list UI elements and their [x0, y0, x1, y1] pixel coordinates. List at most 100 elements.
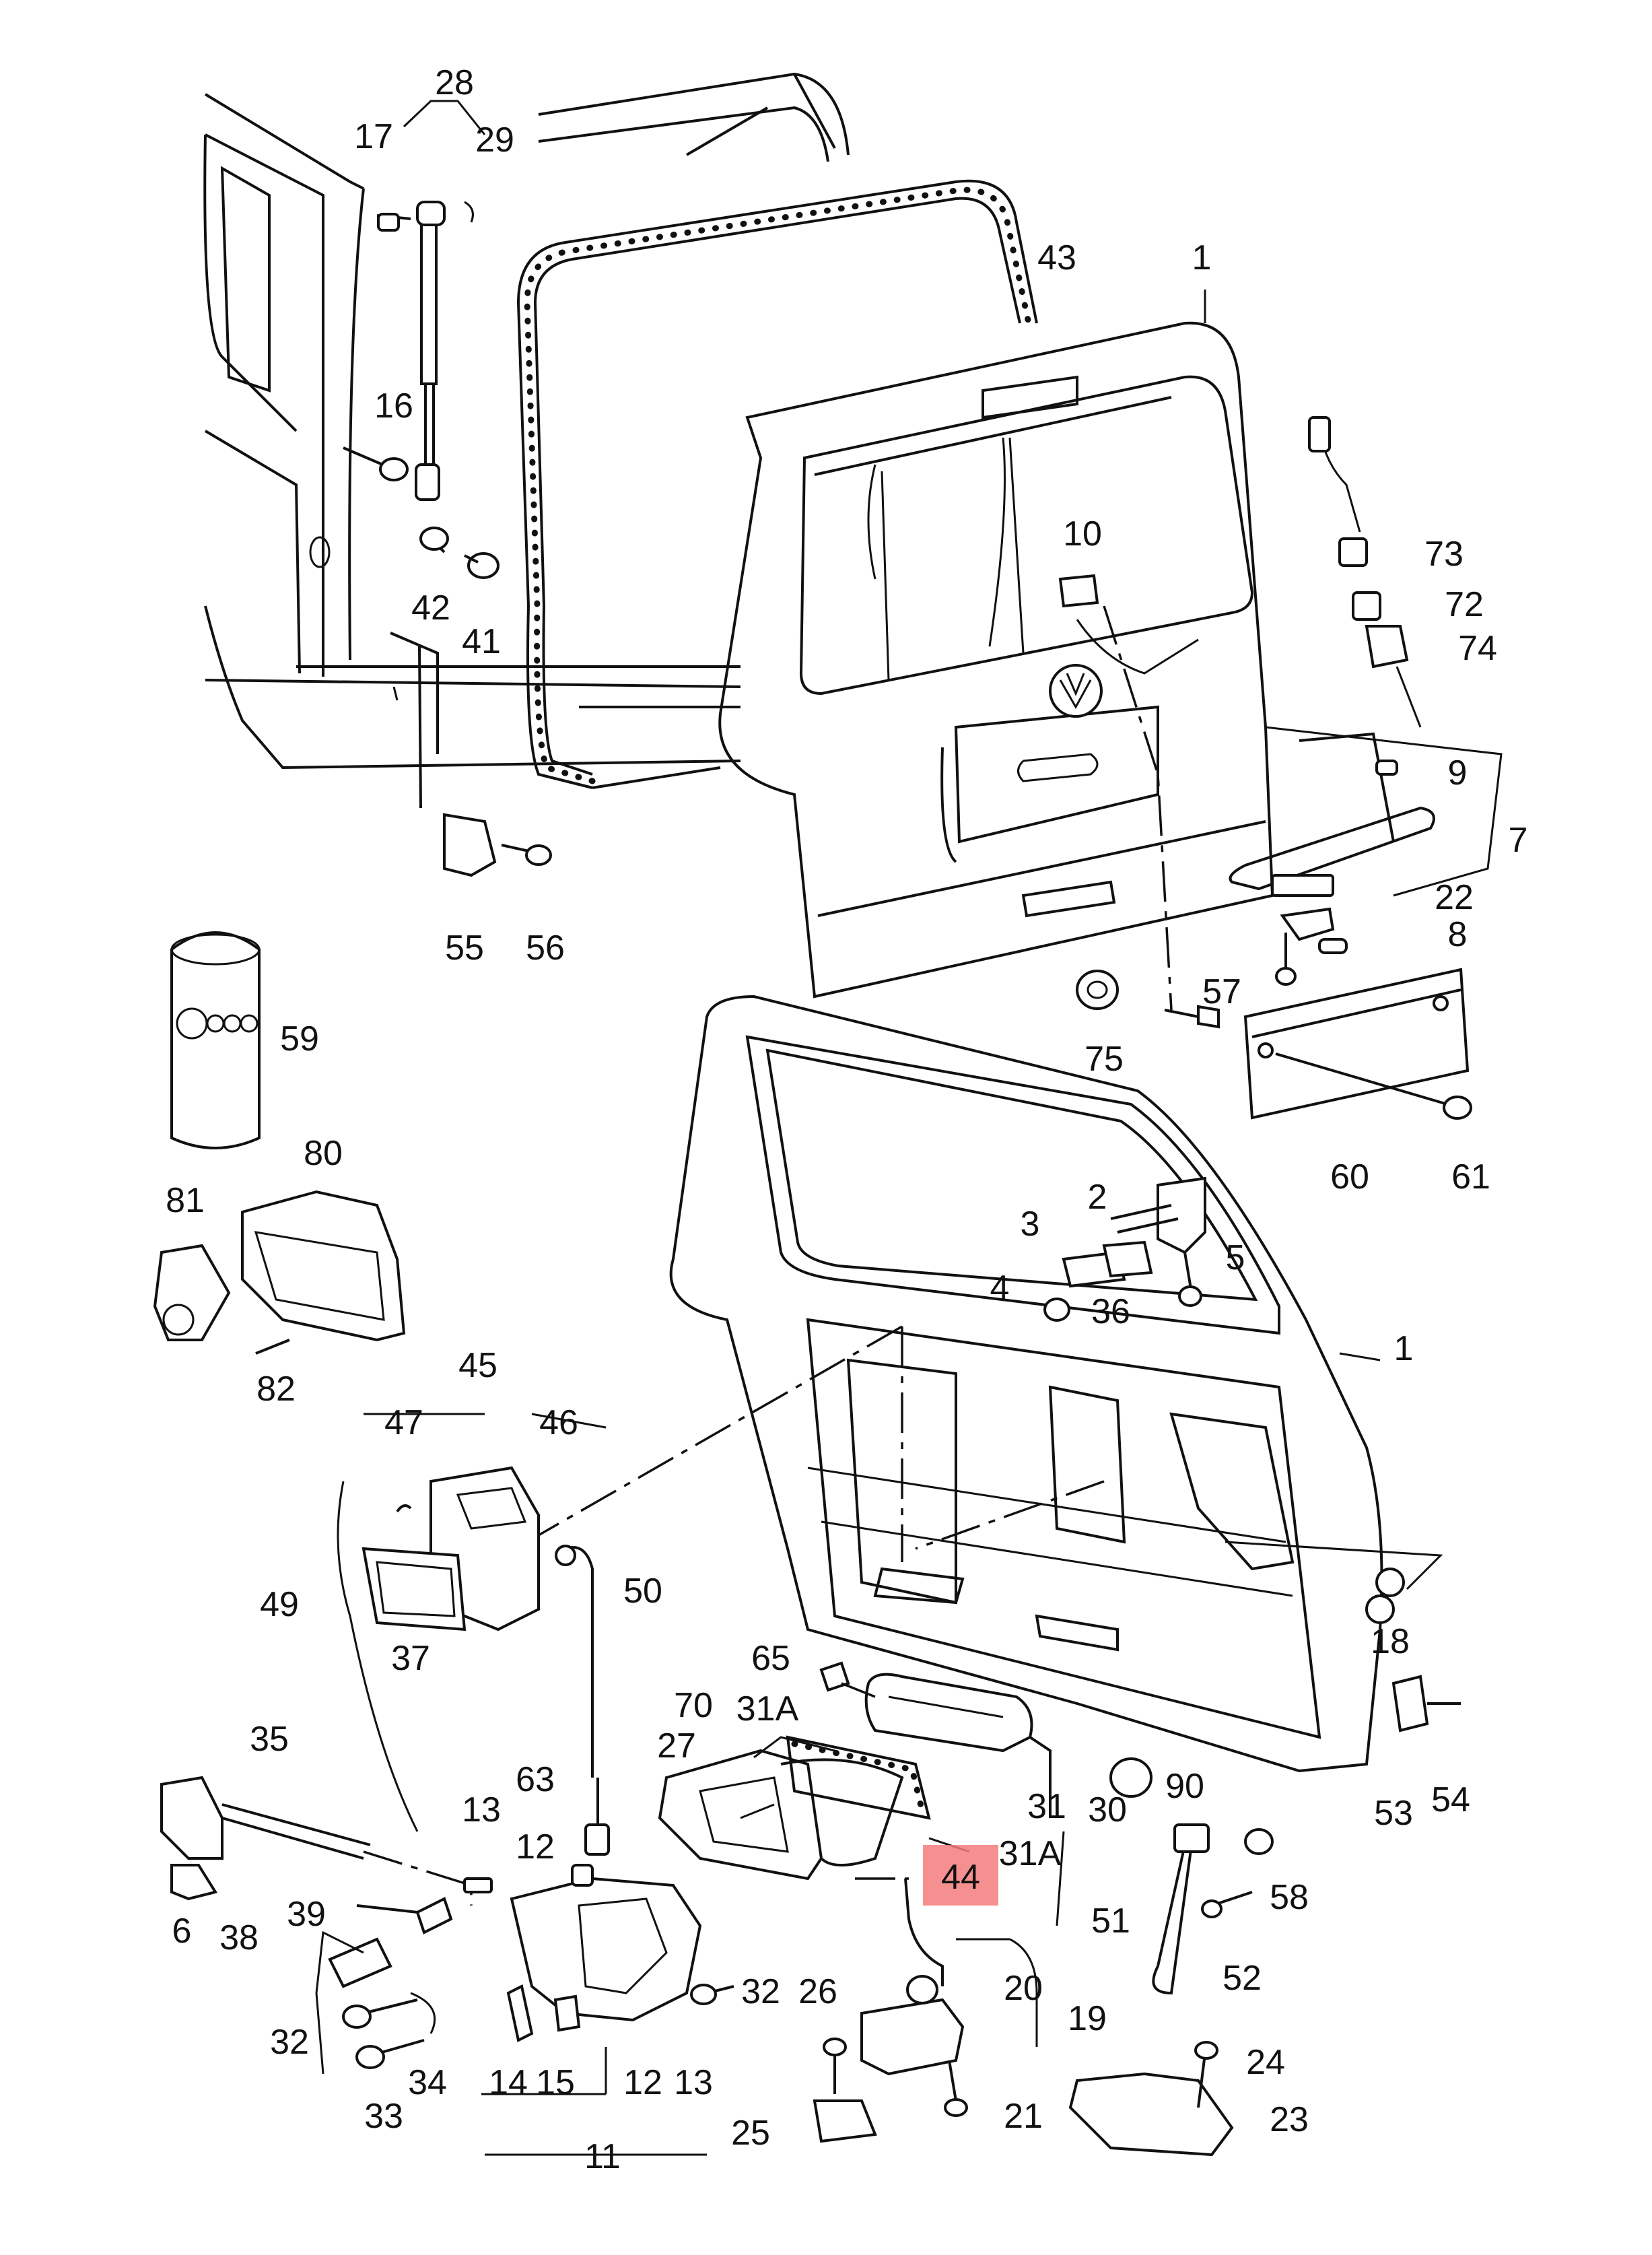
label-part-18: 18 — [1371, 1622, 1410, 1661]
striker-19 — [860, 1975, 968, 2117]
label-part-12-bottom: 12 — [623, 2063, 662, 2102]
label-part-54: 54 — [1431, 1780, 1470, 1819]
label-part-51: 51 — [1091, 1901, 1130, 1941]
outer-handle-27 — [658, 1736, 904, 1881]
label-part-31a-bottom: 31A — [999, 1834, 1062, 1873]
label-part-37: 37 — [391, 1639, 430, 1678]
label-part-3: 3 — [1021, 1205, 1040, 1244]
connecting-rod-44 — [855, 1877, 944, 1986]
label-part-55: 55 — [445, 929, 484, 968]
group-brackets — [315, 726, 1503, 2156]
label-part-75: 75 — [1085, 1040, 1124, 1079]
label-part-72: 72 — [1445, 585, 1484, 624]
check-strap-51 — [1152, 1823, 1274, 1995]
label-part-1-side: 1 — [1394, 1329, 1414, 1368]
label-part-27: 27 — [657, 1726, 696, 1765]
label-part-11: 11 — [584, 2137, 621, 2176]
label-part-46: 46 — [539, 1403, 578, 1442]
label-part-28: 28 — [435, 63, 474, 102]
label-part-43: 43 — [1037, 238, 1076, 277]
lock-assembly-11 — [463, 1823, 734, 2095]
bracket-25 — [813, 2038, 877, 2143]
label-part-4: 4 — [990, 1269, 1010, 1308]
label-part-12-top: 12 — [516, 1827, 555, 1866]
label-part-30: 30 — [1088, 1790, 1127, 1829]
label-part-16: 16 — [374, 386, 413, 426]
vehicle-body-outline — [203, 72, 850, 770]
label-part-14: 14 — [489, 2063, 528, 2102]
label-part-31: 31 — [1027, 1787, 1066, 1826]
label-part-23: 23 — [1270, 2100, 1309, 2139]
label-part-6: 6 — [172, 1912, 192, 1951]
label-part-63: 63 — [516, 1760, 555, 1799]
label-part-41: 41 — [462, 622, 501, 661]
label-part-20: 20 — [1004, 1969, 1043, 2008]
label-part-73: 73 — [1424, 535, 1464, 574]
label-part-47: 47 — [384, 1403, 423, 1442]
label-part-80: 80 — [304, 1134, 343, 1173]
label-part-34: 34 — [408, 2063, 447, 2102]
label-part-36: 36 — [1091, 1292, 1130, 1331]
fasteners-16-41-42 — [343, 446, 500, 579]
spray-can-59 — [170, 931, 261, 1149]
label-part-17: 17 — [354, 117, 393, 156]
label-part-49: 49 — [260, 1585, 299, 1624]
label-part-32-left: 32 — [270, 2023, 309, 2062]
label-part-1-top: 1 — [1192, 238, 1212, 277]
label-part-13-top: 13 — [462, 1790, 501, 1829]
label-part-58: 58 — [1270, 1878, 1309, 1917]
label-part-32-right: 32 — [741, 1972, 780, 2011]
label-part-90: 90 — [1165, 1767, 1204, 1806]
label-part-53: 53 — [1374, 1794, 1413, 1833]
grip-65 — [819, 1661, 1052, 1818]
label-part-31a-top: 31A — [736, 1689, 799, 1728]
label-part-57: 57 — [1202, 972, 1241, 1011]
lock-housing-80 — [153, 1190, 406, 1355]
label-part-39: 39 — [287, 1895, 326, 1934]
label-part-81: 81 — [166, 1181, 205, 1220]
label-part-59: 59 — [280, 1019, 319, 1058]
label-part-38: 38 — [219, 1918, 259, 1957]
label-part-13-bottom: 13 — [674, 2063, 713, 2102]
label-part-70: 70 — [674, 1686, 713, 1725]
small-parts-18-53-54-90 — [1109, 1594, 1461, 1798]
wiring-harness-73 — [1308, 416, 1422, 728]
label-part-22: 22 — [1435, 878, 1474, 917]
label-part-5: 5 — [1226, 1238, 1245, 1277]
label-part-35: 35 — [250, 1720, 289, 1759]
lock-module-23 — [1068, 2041, 1234, 2157]
tailgate-hinge-2 — [1043, 1176, 1206, 1322]
label-part-26: 26 — [798, 1972, 837, 2011]
label-part-42: 42 — [411, 588, 450, 628]
label-part-52: 52 — [1223, 1959, 1262, 1998]
door-seal-43 — [516, 179, 1038, 789]
label-part-24: 24 — [1246, 2043, 1285, 2082]
label-part-44: 44 — [941, 1858, 980, 1897]
part-number-labels: 28 17 29 43 1 16 10 73 72 42 74 41 9 7 2… — [166, 63, 1527, 2176]
label-part-9: 9 — [1448, 753, 1468, 793]
label-part-25: 25 — [731, 2114, 770, 2153]
label-part-82: 82 — [256, 1370, 296, 1409]
hinge-55 — [418, 646, 552, 877]
label-part-33: 33 — [364, 2097, 403, 2136]
bumper-stops-10-75 — [1058, 574, 1173, 1011]
label-part-21: 21 — [1004, 2097, 1043, 2136]
tailgate-outer-panel — [718, 321, 1274, 999]
handle-trim-strip-7 — [1229, 732, 1435, 986]
handle-seal-31 — [786, 1735, 931, 1820]
label-part-29: 29 — [475, 121, 514, 160]
label-part-19: 19 — [1068, 1999, 1107, 2038]
release-handle-35 — [160, 1776, 473, 1906]
label-part-2: 2 — [1088, 1178, 1107, 1217]
label-part-8: 8 — [1448, 915, 1468, 954]
label-part-10: 10 — [1063, 514, 1102, 553]
label-part-50: 50 — [623, 1572, 662, 1611]
lock-module-45 — [337, 1466, 599, 1832]
tailgate-inner-frame — [538, 995, 1443, 1773]
lock-cylinder-38 — [328, 1897, 453, 2069]
label-part-7: 7 — [1509, 821, 1528, 860]
label-part-60: 60 — [1330, 1157, 1369, 1197]
label-part-56: 56 — [526, 929, 565, 968]
label-part-61: 61 — [1451, 1157, 1490, 1197]
